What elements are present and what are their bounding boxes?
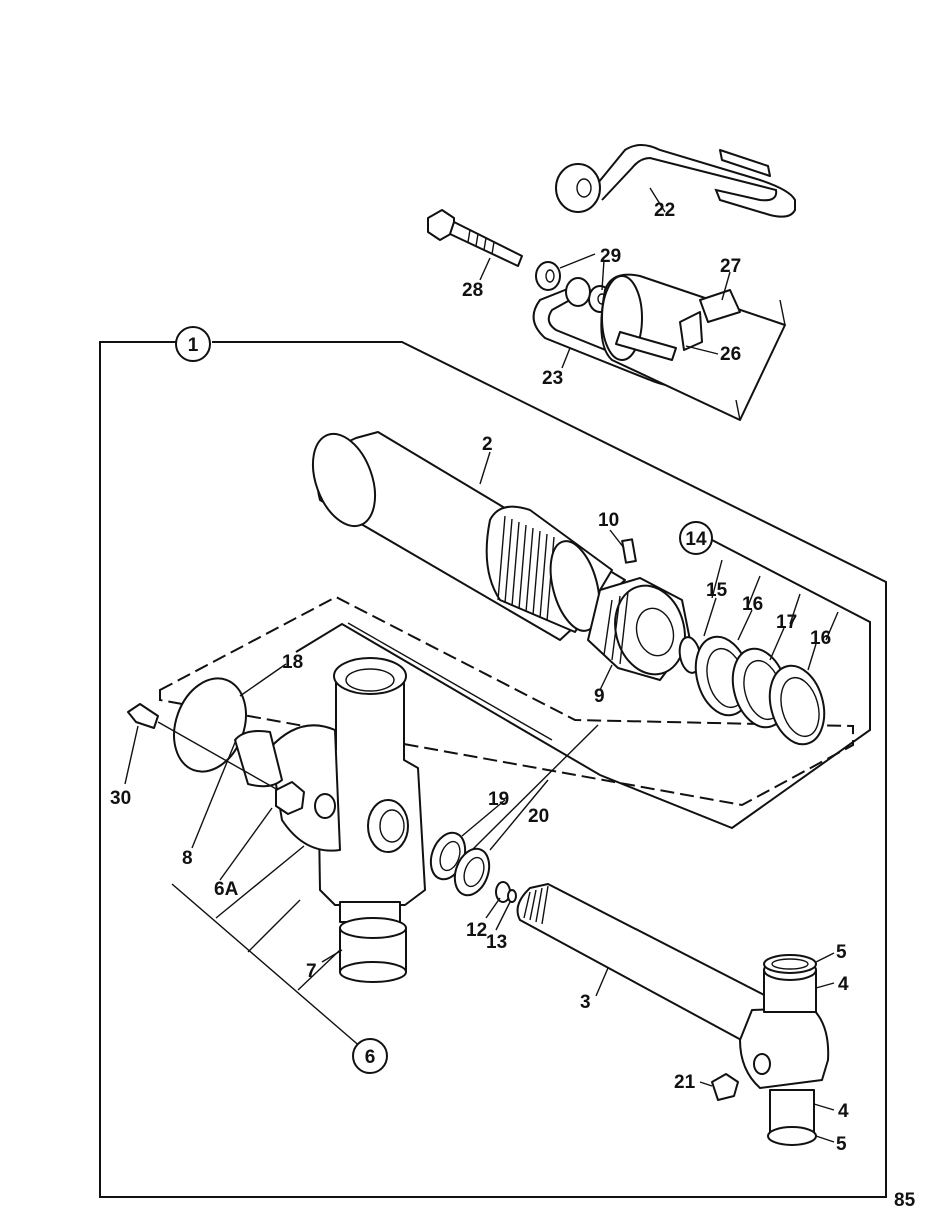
label-2: 2 <box>482 434 493 455</box>
label-9: 9 <box>594 686 605 707</box>
callout-circle-6 <box>352 1038 388 1074</box>
label-6: 6 <box>365 1047 376 1068</box>
tube-22 <box>555 144 796 218</box>
label-8: 8 <box>182 848 193 869</box>
grease-nipple-21 <box>711 1073 739 1101</box>
bush-8 <box>234 730 283 788</box>
piston-rod-3 <box>516 883 771 1043</box>
label-5b: 5 <box>836 1134 847 1155</box>
pin-10 <box>621 538 637 564</box>
cylinder-barrel-2 <box>311 431 626 641</box>
callout-circle-14 <box>679 521 713 555</box>
label-19: 19 <box>488 789 509 810</box>
label-16b: 16 <box>810 628 831 649</box>
label-27: 27 <box>720 256 741 277</box>
grease-nipple-30 <box>127 703 279 791</box>
ring-13 <box>507 889 517 903</box>
label-14: 14 <box>685 529 707 550</box>
label-23: 23 <box>542 368 563 389</box>
rod-eye <box>739 954 830 1146</box>
label-17: 17 <box>776 612 797 633</box>
label-6a: 6A <box>214 879 239 900</box>
hose-clip-27 <box>615 289 741 361</box>
cylinder-body-6 <box>269 657 426 923</box>
label-4a: 4 <box>838 974 849 995</box>
label-7: 7 <box>306 961 317 982</box>
gland-9 <box>587 577 691 681</box>
label-18: 18 <box>282 652 303 673</box>
label-1: 1 <box>188 335 199 356</box>
label-3: 3 <box>580 992 591 1013</box>
label-15: 15 <box>706 580 728 601</box>
callout-circle-1 <box>175 326 211 362</box>
label-12: 12 <box>466 920 487 941</box>
bush-7 <box>339 917 407 983</box>
label-20: 20 <box>528 806 549 827</box>
label-29: 29 <box>600 246 621 267</box>
label-26: 26 <box>720 344 741 365</box>
label-4b: 4 <box>838 1101 849 1122</box>
label-21: 21 <box>674 1072 696 1093</box>
label-22: 22 <box>654 200 675 221</box>
label-16a: 16 <box>742 594 763 615</box>
label-10: 10 <box>598 510 619 531</box>
leader-lines <box>124 187 839 1143</box>
label-30: 30 <box>110 788 131 809</box>
label-13: 13 <box>486 932 507 953</box>
seal-kit-14-outline <box>295 539 871 830</box>
seal-20 <box>453 847 491 897</box>
assembly-1-outline <box>99 341 887 1198</box>
label-5a: 5 <box>836 942 847 963</box>
bolt-28 <box>427 209 523 267</box>
corner-reference: 85 <box>894 1190 916 1206</box>
seal-subset-dashed-outline <box>159 595 854 807</box>
label-28: 28 <box>462 280 483 301</box>
plug-6a <box>275 781 305 815</box>
